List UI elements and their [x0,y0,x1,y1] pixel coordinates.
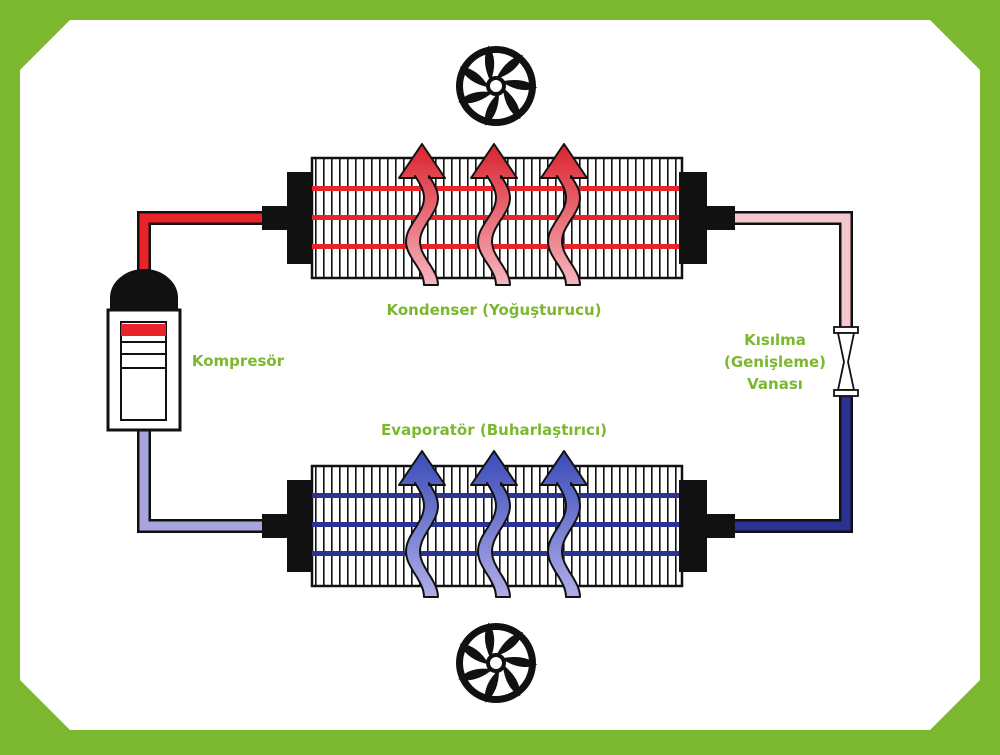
valve-label: Kısılma (Genişleme) Vanası [724,329,826,395]
heat-arrow-icon [470,450,518,598]
hot-line [139,213,262,290]
valve-label-line-1: Kısılma [744,331,806,349]
condenser-heat-arrows [398,143,588,286]
valve-label-line-3: Vanası [747,375,803,393]
expansion-valve-icon [833,326,859,397]
compressor-label: Kompresör [191,352,285,370]
background-panel [20,20,980,730]
heat-arrow-icon [540,143,588,286]
cool-line [139,428,262,531]
heat-arrow-icon [398,450,446,598]
evaporator-heat-arrows [398,450,588,598]
evaporator-label: Evaporatör (Buharlaştırıcı) [381,421,607,439]
heat-arrow-icon [540,450,588,598]
compressor-icon [106,269,182,432]
condenser-label: Kondenser (Yoğuşturucu) [386,301,602,319]
heat-arrow-icon [398,143,446,286]
fan-icon [456,45,538,126]
cold-line [735,395,851,531]
valve-label-line-2: (Genişleme) [723,353,827,371]
warm-line [735,213,851,330]
fan-icon [456,622,538,703]
heat-arrow-icon [470,143,518,286]
